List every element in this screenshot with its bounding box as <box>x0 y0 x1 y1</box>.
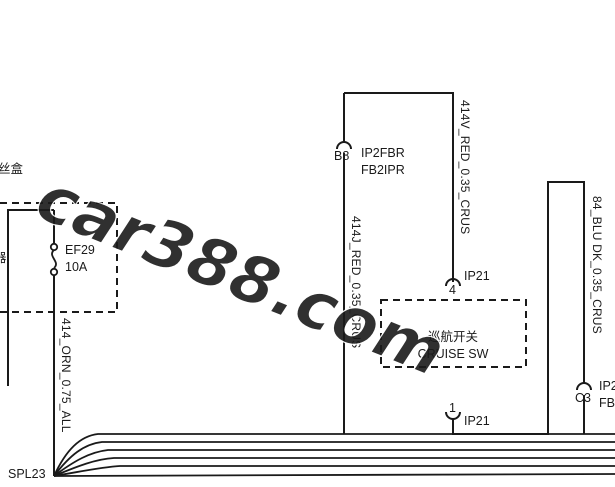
harness-line-3 <box>53 449 615 477</box>
fuse-box-title: 丝盒 <box>0 161 24 176</box>
fuse-box-feed-line <box>7 209 54 386</box>
watermark-logo: car388.com <box>26 158 456 391</box>
wire-414v-label: 414V_RED_0.35_CRUS <box>458 100 472 234</box>
cruise-switch-top-terminal-icon <box>445 278 461 287</box>
harness-line-5 <box>53 465 615 477</box>
wire-414j-label: 414J_RED_0.35_CRUS <box>349 216 363 348</box>
fuse-top-terminal <box>49 242 59 252</box>
splice-label: SPL23 <box>8 467 46 481</box>
connector-b8: B8 IP2FBR FB2IPR <box>334 93 405 434</box>
fuse-icon <box>51 249 57 269</box>
wire-84 <box>452 181 585 435</box>
wire-414-label: 414_ORN_0.75_ALL <box>59 318 73 433</box>
connector-c3-name-1: IP2 <box>599 379 615 393</box>
cruise-switch-name-cn: 巡航开关 <box>428 329 478 344</box>
cruise-switch-bottom-pin: 1 <box>449 401 456 415</box>
connector-c3-icon <box>576 382 592 391</box>
harness-line-2 <box>53 441 615 477</box>
connector-c3-name-2: FB <box>599 396 615 410</box>
connector-b8-name-1: IP2FBR <box>361 146 405 160</box>
connector-b8-name-2: FB2IPR <box>361 163 405 177</box>
cruise-switch-outline <box>380 299 527 368</box>
harness-line-4 <box>53 457 615 477</box>
fuse-id: EF29 <box>65 243 95 257</box>
harness-line-1 <box>53 433 615 477</box>
connector-c3: C3 IP2 FB <box>575 379 615 434</box>
harness-line-6 <box>53 473 615 477</box>
fuse-rating: 10A <box>65 260 88 274</box>
connector-b8-icon <box>336 141 352 150</box>
cruise-switch-bottom-connector: IP21 <box>464 414 490 428</box>
cruise-switch-name-en: CRUISE SW <box>418 347 489 361</box>
wire-84-label: 84_BLU DK_0.35_CRUS <box>590 196 604 334</box>
fuse-box-side-label: 器 <box>0 250 7 265</box>
fuse-bottom-terminal <box>49 267 59 277</box>
cruise-switch-top-connector: IP21 <box>464 269 490 283</box>
wire-414v <box>344 92 454 282</box>
cruise-switch: 4 IP21 巡航开关 CRUISE SW 1 IP21 <box>380 269 527 428</box>
connector-b8-pin: B8 <box>334 149 349 163</box>
cruise-switch-top-pin: 4 <box>449 283 456 297</box>
fuse-box-outline <box>0 202 118 313</box>
harness-bundle <box>53 433 615 477</box>
